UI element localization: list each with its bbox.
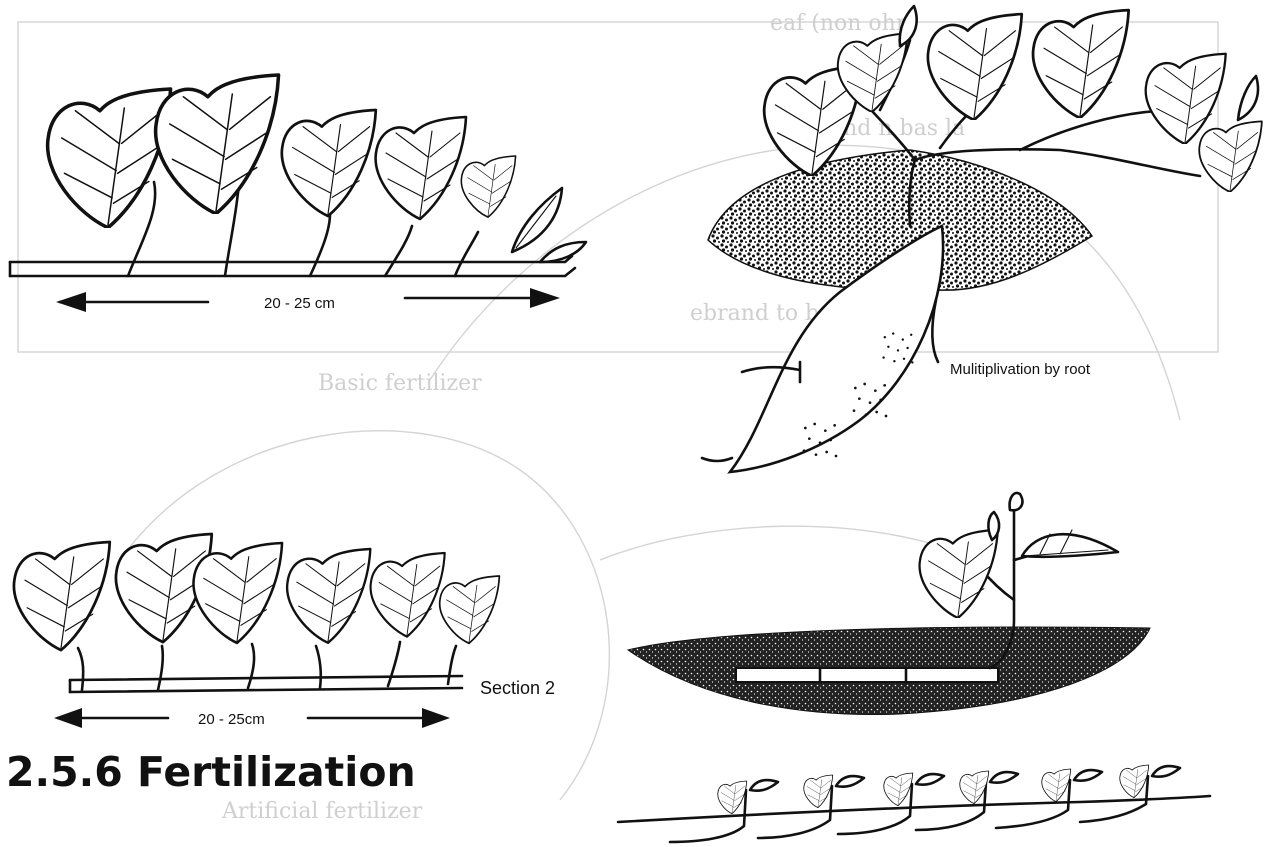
- faint-artificial-fertilizer-text: Artificial fertilizer: [221, 799, 423, 824]
- root-multiplication-label: Mulitiplivation by root: [950, 361, 1091, 378]
- measurement-top-label: 20 - 25 cm: [264, 295, 335, 312]
- cutting-section-2: Section 2: [14, 534, 555, 698]
- svg-text:eaf (non ohn: eaf (non ohn: [770, 11, 910, 36]
- sprout-row-drawing: [618, 765, 1210, 842]
- planted-cutting-drawing: [628, 493, 1150, 715]
- section-2-label: Section 2: [480, 678, 555, 698]
- measurement-bottom-label: 20 - 25cm: [198, 711, 265, 728]
- storage-root-drawing: Mulitiplivation by root: [702, 6, 1262, 472]
- measurement-top: 20 - 25 cm: [56, 288, 560, 312]
- measurement-bottom: 20 - 25cm: [54, 708, 450, 728]
- cutting-top-left: [10, 75, 586, 276]
- faint-basic-fertilizer-text: Basic fertilizer: [318, 371, 482, 396]
- section-heading: 2.5.6 Fertilization: [6, 752, 416, 793]
